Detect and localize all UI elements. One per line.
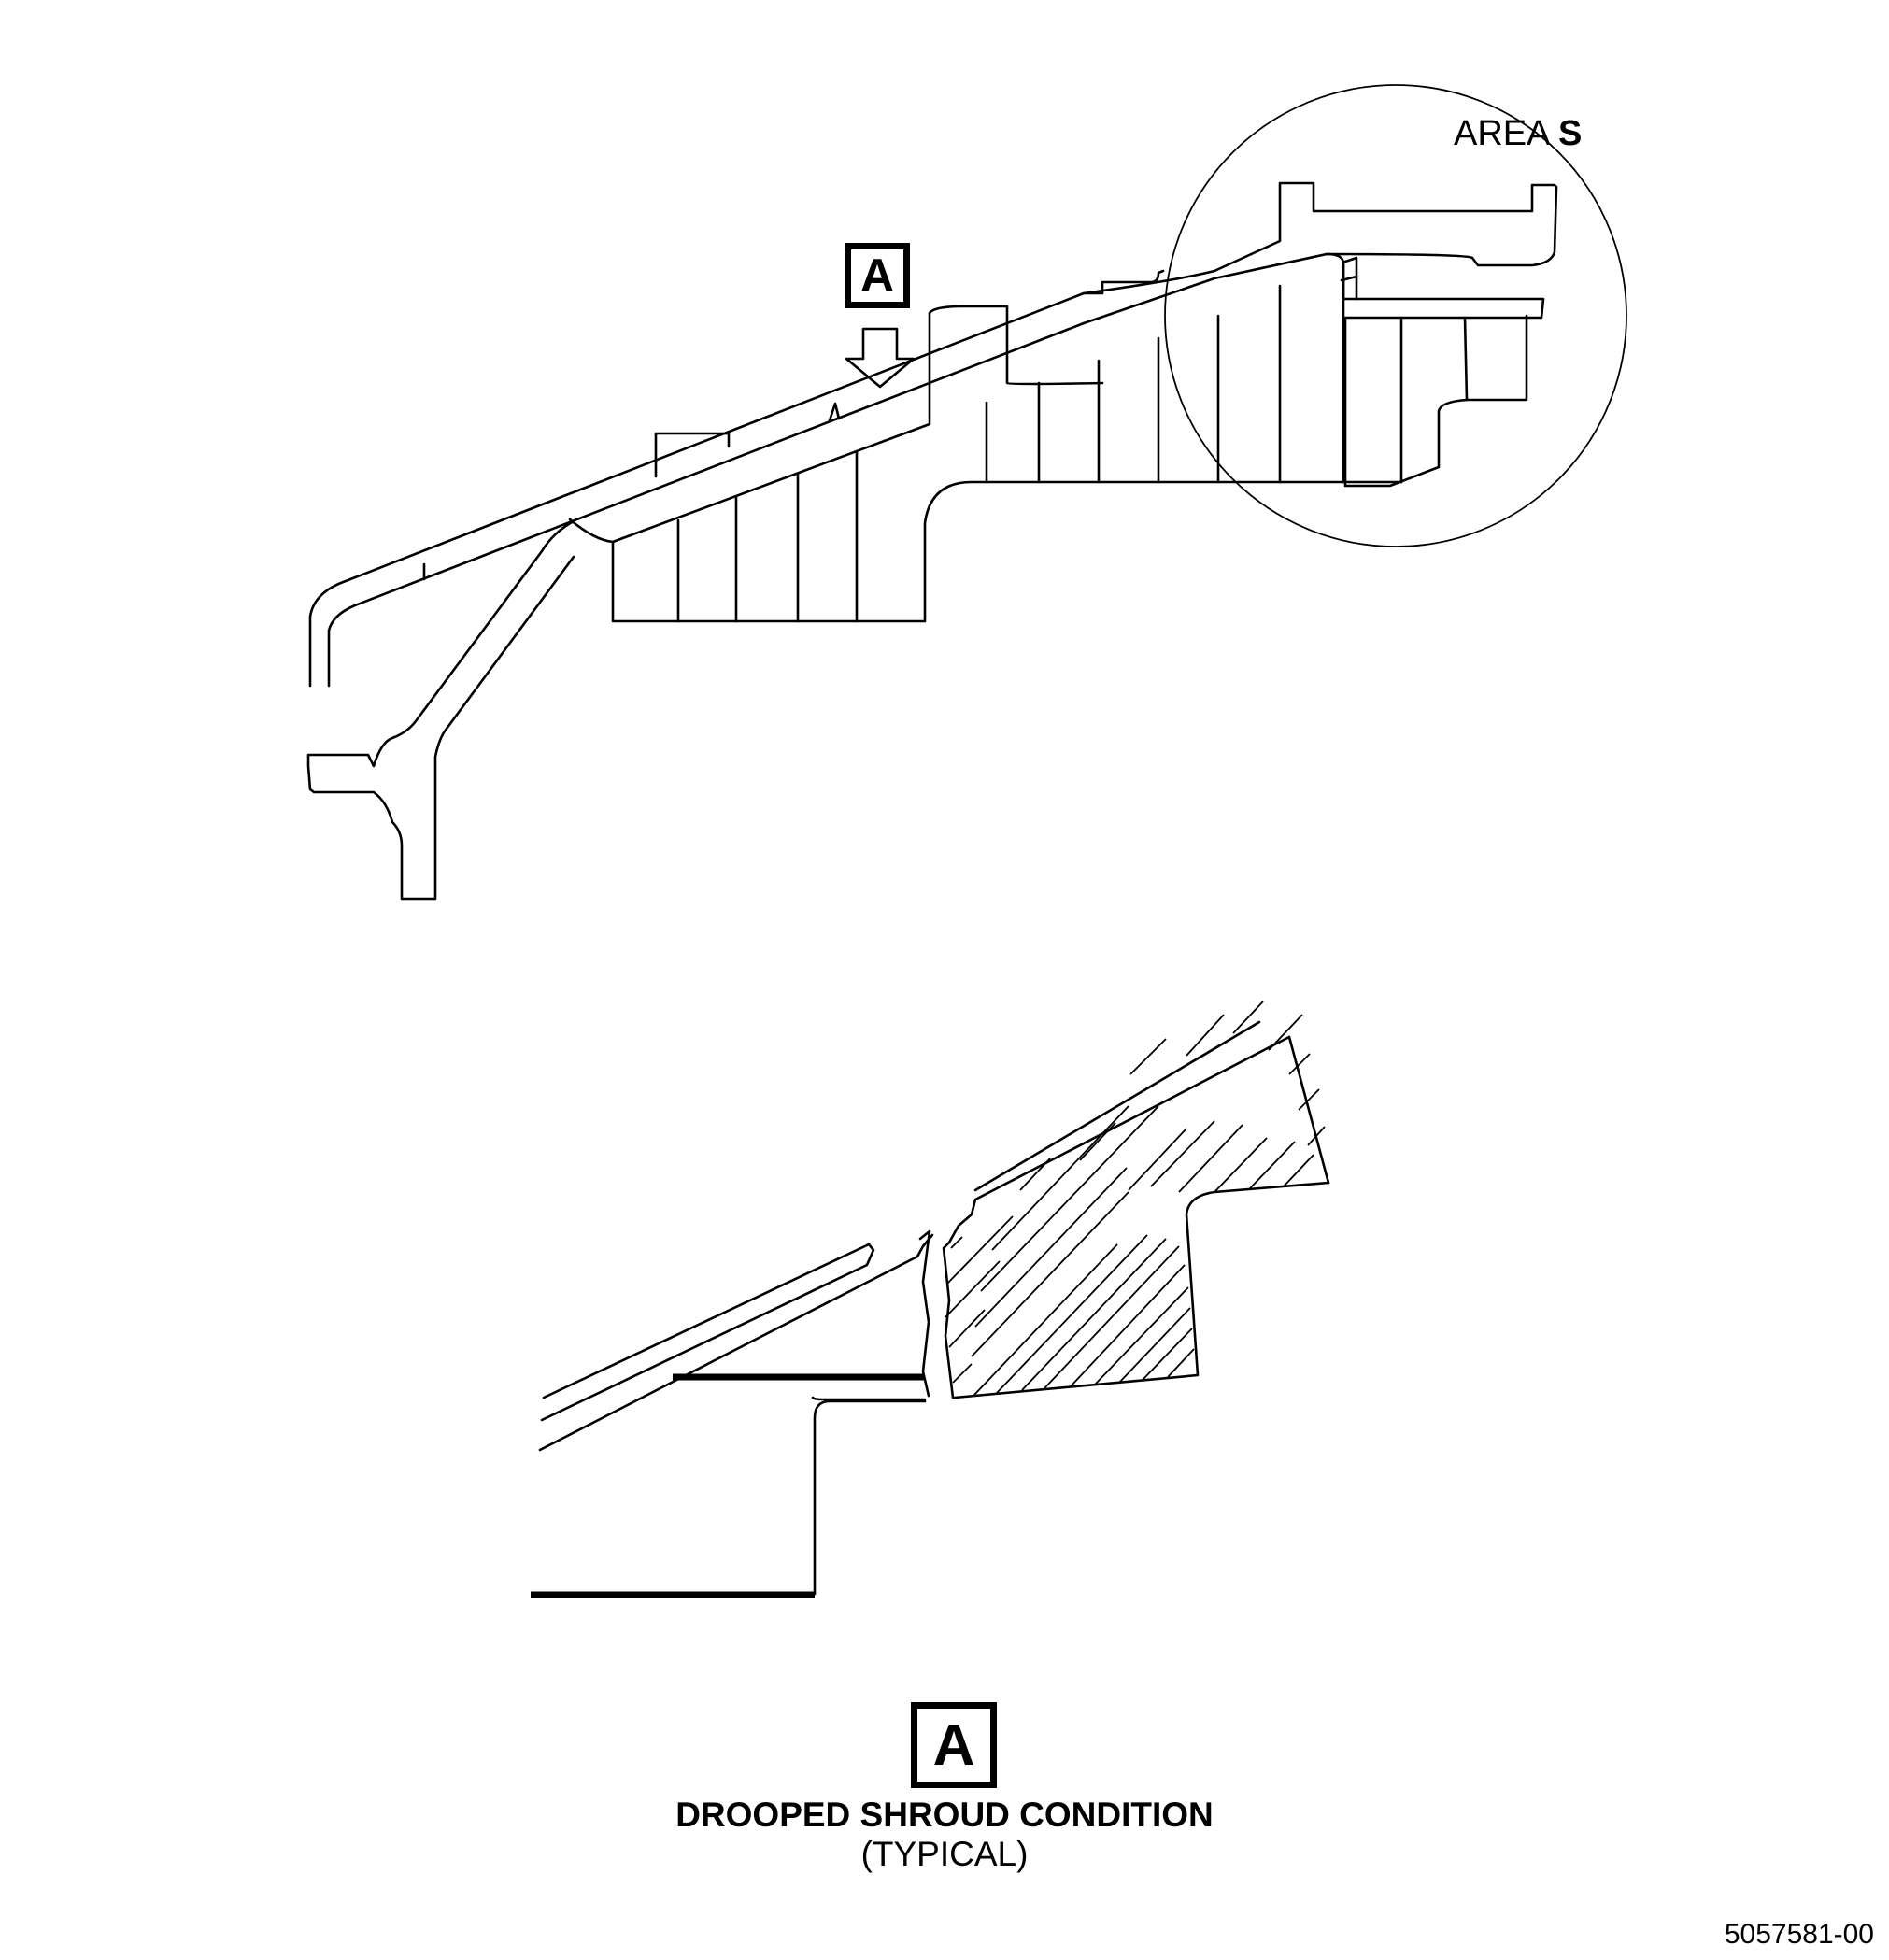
view-a-caption-letter: A <box>932 1712 975 1778</box>
view-title: DROOPED SHROUD CONDITION <box>675 1796 1214 1834</box>
view-a-marker-letter: A <box>859 249 895 302</box>
area-label-letter: S <box>1557 114 1583 153</box>
area-s-label: AREA S <box>1454 116 1582 151</box>
area-s-detail <box>1082 181 1558 488</box>
view-a-arrow <box>845 327 916 389</box>
drawing-number: 5057581-00 <box>1724 1919 1874 1950</box>
view-subtitle: (TYPICAL) <box>860 1835 1029 1873</box>
view-a-marker: A <box>845 243 910 308</box>
area-s-circle <box>1164 84 1627 547</box>
view-a-caption-box: A <box>911 1702 997 1788</box>
shroud-section-top-view <box>306 269 1403 901</box>
drooped-shroud-detail <box>531 1001 1330 1598</box>
hatch-pattern <box>944 1001 1326 1397</box>
area-label-prefix: AREA <box>1454 114 1549 153</box>
